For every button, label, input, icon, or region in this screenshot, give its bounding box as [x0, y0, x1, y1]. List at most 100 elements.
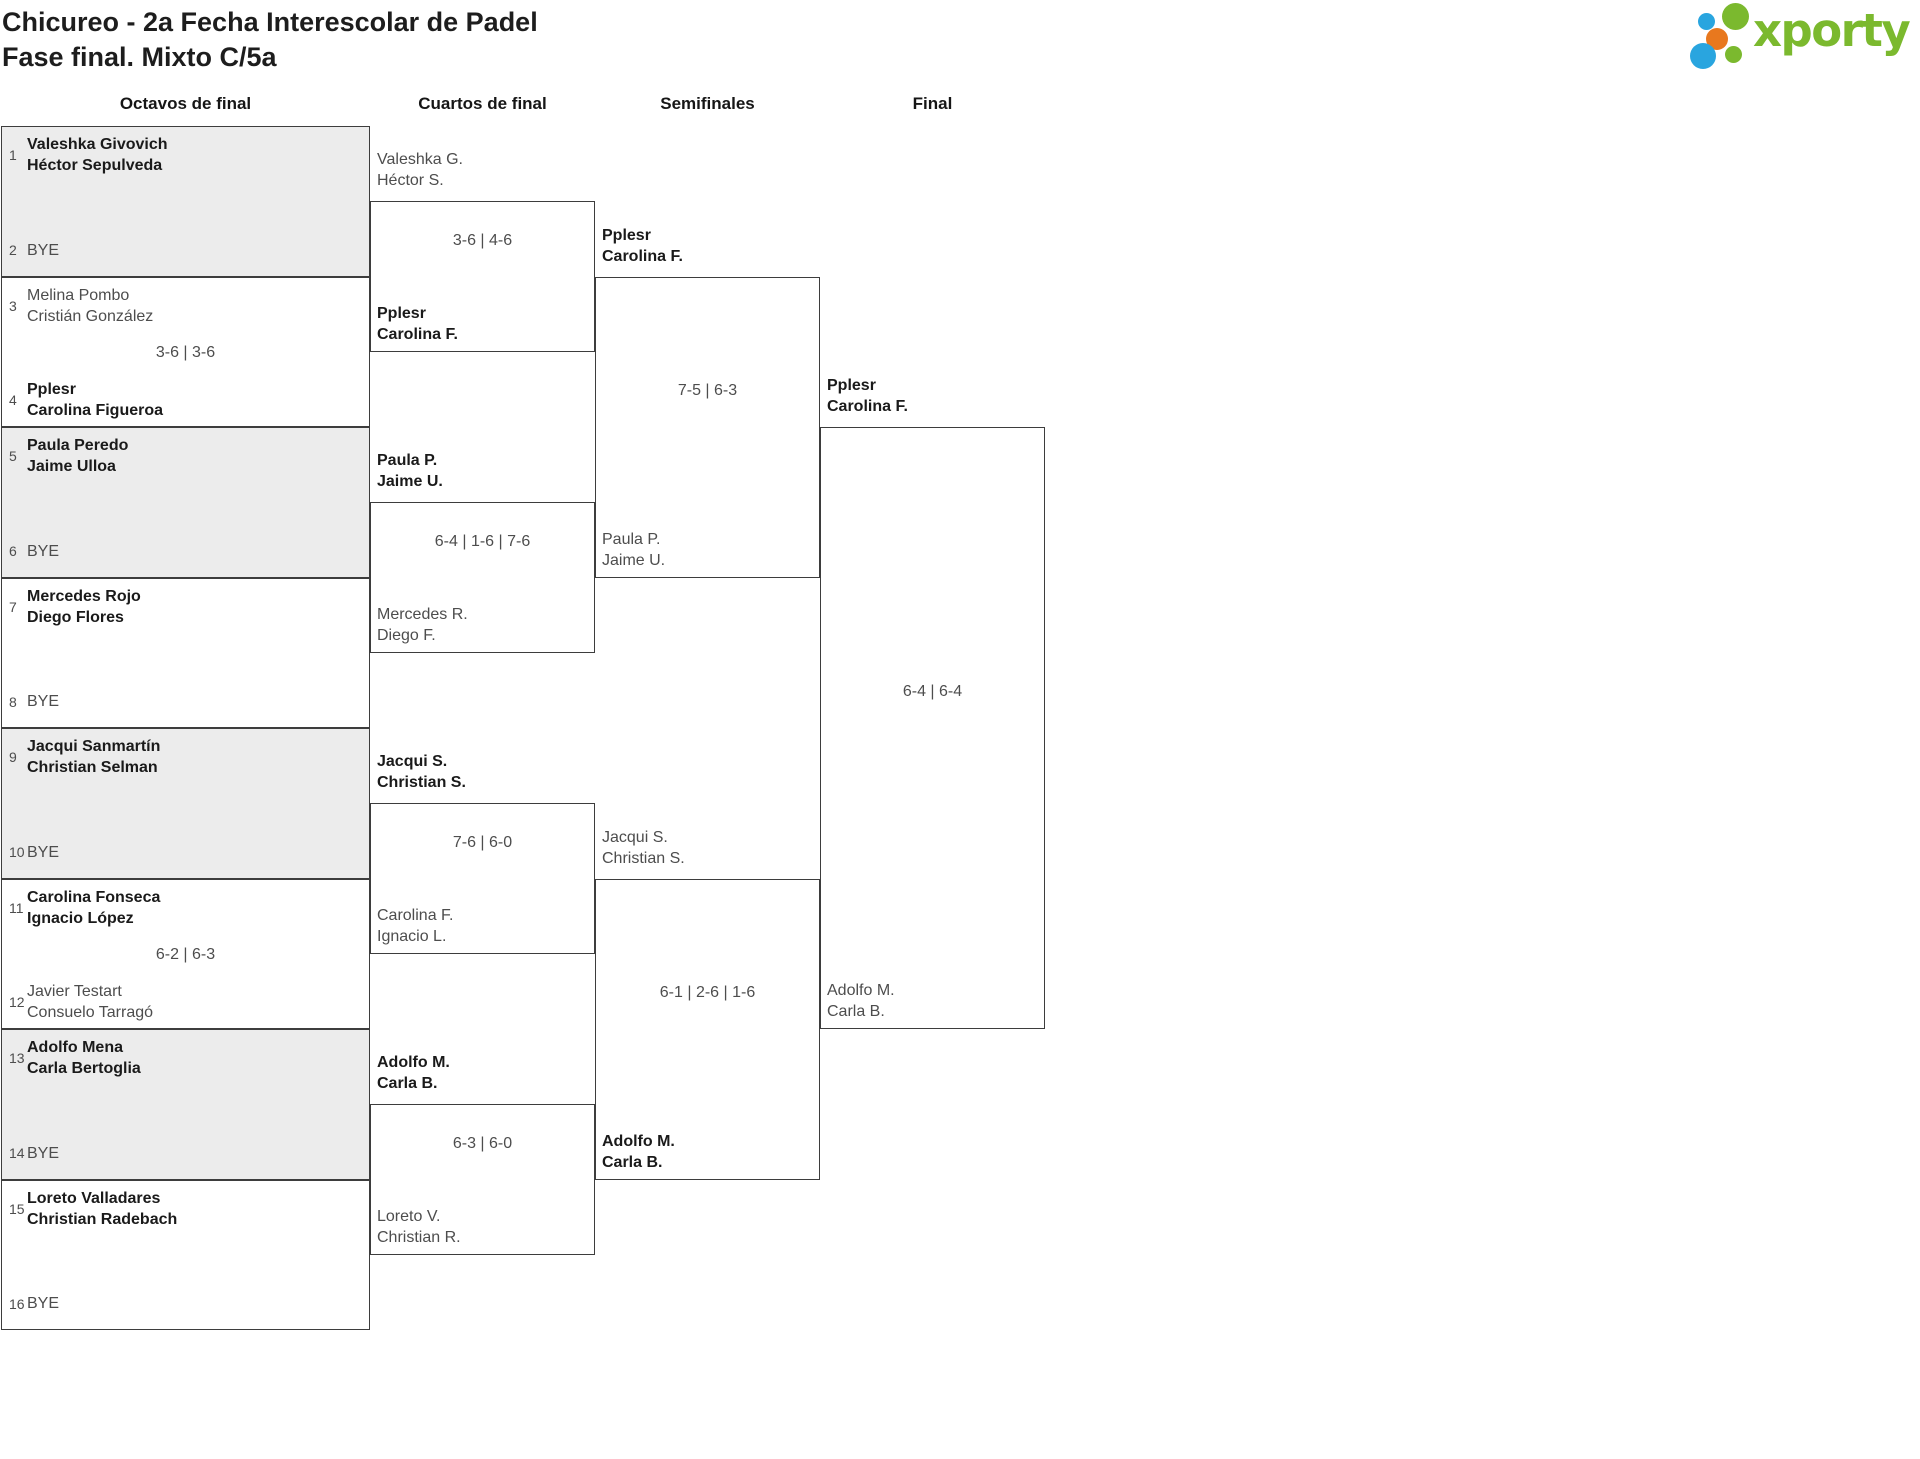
seed-number: 13 — [9, 1050, 25, 1066]
qf-match-4-box: Adolfo M.Carla B. 6-3 | 6-0 Loreto V.Chr… — [370, 1054, 595, 1255]
seed-number: 10 — [9, 844, 25, 860]
match-score: 3-6 | 4-6 — [452, 231, 513, 249]
seed-number: 8 — [9, 693, 17, 710]
seed-number: 2 — [9, 242, 17, 258]
participant-pair: Mercedes R.Diego F. — [377, 606, 468, 644]
r16-match-5-bottom: 10 BYE — [9, 842, 59, 863]
seed-number: 1 — [9, 147, 17, 163]
round-header-cuartos: Cuartos de final — [418, 94, 547, 113]
participant-pair: Jacqui S.Christian S. — [602, 828, 685, 867]
seed-number: 16 — [9, 1295, 25, 1312]
match-score: 6-4 | 1-6 | 7-6 — [434, 532, 531, 550]
r16-match-4-bottom: 8 BYE — [9, 691, 59, 712]
sf-match-2-box: Jacqui S.Christian S. 6-1 | 2-6 | 1-6 Ad… — [595, 829, 820, 1180]
match-score: 3-6 | 3-6 — [155, 343, 216, 361]
seed-number: 5 — [9, 448, 17, 464]
xporty-logo[interactable]: xporty — [1685, 0, 1920, 74]
r16-match-1-bottom: 2 BYE — [9, 240, 59, 261]
participant-pair: Jacqui S.Christian S. — [377, 753, 466, 791]
participant-pair: BYE — [27, 241, 60, 259]
seed-number: 14 — [9, 1145, 25, 1161]
round-header-semifinales: Semifinales — [660, 94, 755, 113]
xporty-wordmark: xporty — [1753, 4, 1911, 57]
logo-dot-green-large-icon — [1722, 3, 1749, 30]
r16-match-8-bottom: 16 BYE — [9, 1293, 59, 1314]
participant-pair: Adolfo M.Carla B. — [827, 982, 895, 1020]
seed-number: 6 — [9, 543, 17, 559]
seed-number: 3 — [9, 297, 17, 314]
participant-pair: Adolfo M.Carla B. — [377, 1054, 450, 1092]
page-title-line2: Fase final. Mixto C/5a — [2, 42, 277, 72]
seed-number: 11 — [9, 899, 24, 916]
participant-pair: Paula P.Jaime U. — [377, 452, 443, 490]
participant-pair: Valeshka G.Héctor S. — [377, 151, 463, 189]
seed-number: 15 — [9, 1200, 25, 1217]
participant-pair: Loreto V.Christian R. — [377, 1208, 461, 1246]
round-header-final: Final — [912, 94, 953, 113]
match-score: 7-5 | 6-3 — [677, 382, 738, 399]
participant-pair: BYE — [27, 1144, 60, 1162]
participant-pair: Paula P.Jaime U. — [602, 530, 666, 569]
round-header-octavos: Octavos de final — [119, 94, 252, 113]
page-title: Chicureo - 2a Fecha Interescolar de Pade… — [2, 5, 538, 75]
r16-match-3-bottom: 6 BYE — [9, 541, 59, 562]
participant-pair: BYE — [27, 542, 60, 560]
seed-number: 9 — [9, 749, 17, 765]
participant-pair: Adolfo M.Carla B. — [602, 1132, 675, 1171]
match-score: 6-1 | 2-6 | 1-6 — [659, 984, 756, 1001]
match-score: 7-6 | 6-0 — [452, 833, 513, 851]
match-score: 6-3 | 6-0 — [452, 1134, 513, 1152]
seed-number: 4 — [9, 392, 17, 408]
match-score: 6-4 | 6-4 — [902, 683, 963, 700]
logo-dot-blue-large-icon — [1690, 43, 1716, 69]
logo-dot-orange-icon — [1706, 28, 1728, 50]
participant-pair: BYE — [27, 843, 60, 861]
logo-dot-green-small-icon — [1725, 46, 1742, 63]
seed-number: 7 — [9, 598, 17, 615]
participant-pair: BYE — [27, 1295, 60, 1312]
qf-match-2-box: Paula P.Jaime U. 6-4 | 1-6 | 7-6 Mercede… — [370, 452, 595, 653]
qf-match-3-box: Jacqui S.Christian S. 7-6 | 6-0 Carolina… — [370, 753, 595, 954]
logo-dot-blue-small-icon — [1698, 13, 1715, 30]
match-score: 6-2 | 6-3 — [155, 945, 216, 963]
page-title-line1: Chicureo - 2a Fecha Interescolar de Pade… — [2, 7, 538, 37]
r16-match-7-bottom: 14 BYE — [9, 1143, 59, 1164]
seed-number: 12 — [9, 994, 25, 1010]
participant-pair: BYE — [27, 693, 60, 710]
